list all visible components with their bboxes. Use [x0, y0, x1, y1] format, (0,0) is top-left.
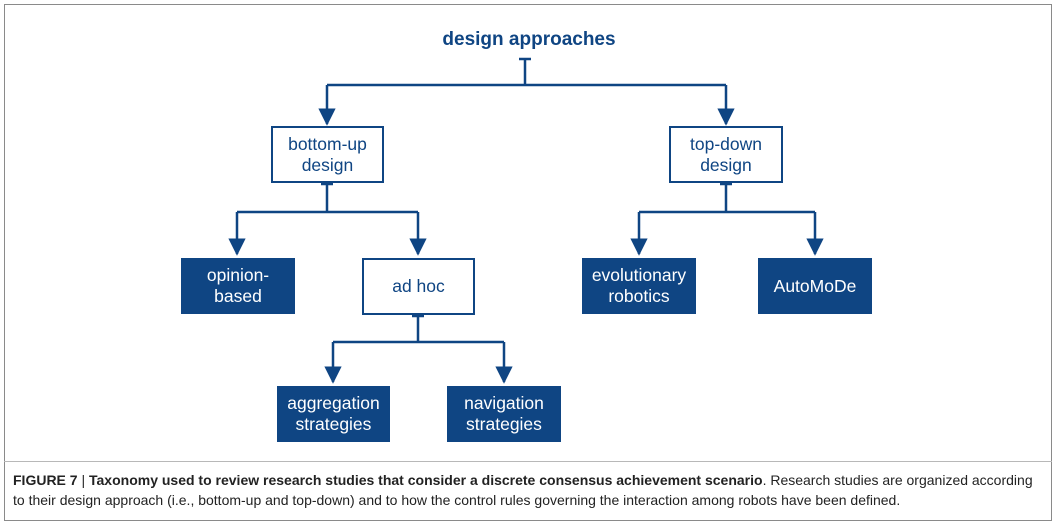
connector-ad-hoc [324, 314, 513, 384]
taxonomy-diagram [228, 57, 824, 384]
node-label: AutoMoDe [773, 275, 857, 296]
node-bottom-up-design: bottom-up design [271, 126, 384, 183]
node-opinion-based: opinion- based [181, 258, 295, 314]
caption-label: FIGURE 7 [13, 472, 78, 488]
node-top-down-design: top-down design [669, 126, 783, 183]
node-aggregation-strategies: aggregation strategies [277, 386, 390, 442]
connector-top-down [630, 182, 824, 256]
node-label-line2: design [700, 154, 752, 175]
node-label-line1: top-down [690, 133, 762, 154]
caption-divider [4, 461, 1052, 462]
node-label-line2: strategies [295, 414, 372, 434]
node-label-line1: opinion- [206, 265, 270, 285]
node-navigation-strategies: navigation strategies [447, 386, 561, 442]
node-label-line1: evolutionary [591, 265, 687, 285]
node-label-line1: bottom-up [288, 133, 367, 154]
connector-bottom-up [228, 182, 427, 256]
caption-body: . Research studies are organized accordi… [13, 472, 1033, 508]
node-label-line2: strategies [466, 414, 542, 434]
root-node-design-approaches: design approaches [442, 29, 616, 50]
connector-root [318, 57, 735, 126]
node-label: ad hoc [392, 276, 445, 296]
node-ad-hoc: ad hoc [362, 258, 475, 315]
node-label-line2: design [301, 154, 354, 175]
figure-caption: FIGURE 7 | Taxonomy used to review resea… [13, 470, 1043, 510]
figure-frame [4, 4, 1052, 521]
caption-separator: | [77, 472, 89, 488]
node-label-line2: based [214, 286, 262, 306]
node-label-line2: robotics [608, 286, 670, 306]
node-automode: AutoMoDe [758, 258, 872, 314]
node-label-line1: navigation [464, 393, 544, 413]
caption-title: Taxonomy used to review research studies… [89, 472, 763, 488]
node-evolutionary-robotics: evolutionary robotics [582, 258, 696, 314]
node-label-line1: aggregation [287, 393, 380, 413]
